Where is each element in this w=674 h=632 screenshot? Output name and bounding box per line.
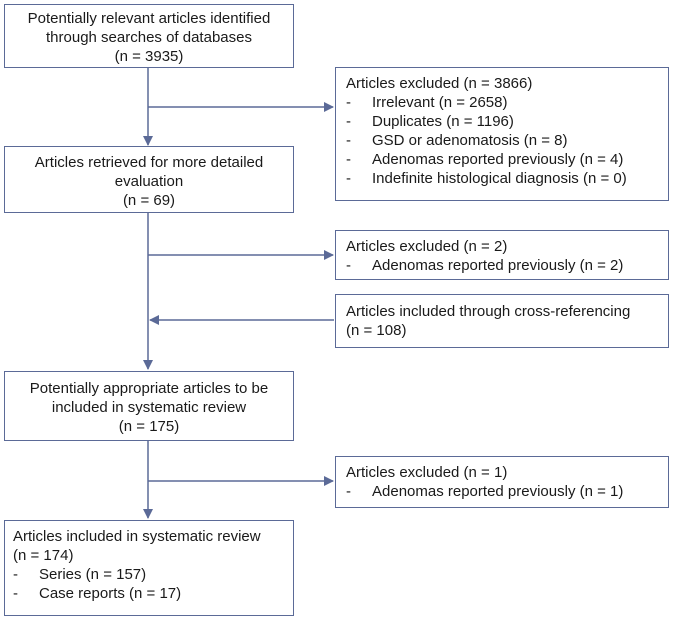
identified-line-1: Potentially relevant articles identified [27, 10, 271, 27]
identified-box: Potentially relevant articles identified… [4, 4, 294, 68]
included-box: Articles included in systematic review (… [4, 520, 294, 616]
excluded-1-item: -Adenomas reported previously (n = 4) [346, 151, 624, 168]
included-count: (n = 174) [13, 547, 74, 564]
excluded-box-3: Articles excluded (n = 1) -Adenomas repo… [335, 456, 669, 508]
identified-line-2: through searches of databases [46, 29, 252, 46]
cross-ref-count: (n = 108) [346, 322, 407, 339]
retrieved-box: Articles retrieved for more detailed eva… [4, 146, 294, 213]
appropriate-count: (n = 175) [118, 418, 180, 435]
excluded-1-item: -Irrelevant (n = 2658) [346, 94, 508, 111]
identified-count: (n = 3935) [114, 48, 184, 65]
retrieved-count: (n = 69) [122, 192, 176, 209]
appropriate-box: Potentially appropriate articles to be i… [4, 371, 294, 441]
included-item: -Series (n = 157) [13, 566, 147, 583]
cross-ref-box: Articles included through cross-referenc… [335, 294, 669, 348]
excluded-3-item: -Adenomas reported previously (n = 1) [346, 483, 624, 500]
excluded-1-item: -Indefinite histological diagnosis (n = … [346, 170, 627, 187]
appropriate-line-2: included in systematic review [51, 399, 247, 416]
excluded-2-item: -Adenomas reported previously (n = 2) [346, 257, 624, 274]
excluded-1-item: -Duplicates (n = 1196) [346, 113, 514, 130]
excluded-box-2: Articles excluded (n = 2) -Adenomas repo… [335, 230, 669, 280]
excluded-box-1: Articles excluded (n = 3866) -Irrelevant… [335, 67, 669, 201]
excluded-3-title: Articles excluded (n = 1) [346, 464, 508, 481]
cross-ref-title: Articles included through cross-referenc… [346, 303, 631, 320]
included-item: -Case reports (n = 17) [13, 585, 182, 602]
appropriate-line-1: Potentially appropriate articles to be [29, 380, 269, 397]
excluded-2-title: Articles excluded (n = 2) [346, 238, 508, 255]
retrieved-line-2: evaluation [114, 173, 184, 190]
excluded-1-item: -GSD or adenomatosis (n = 8) [346, 132, 568, 149]
retrieved-line-1: Articles retrieved for more detailed [34, 154, 264, 171]
excluded-1-title: Articles excluded (n = 3866) [346, 75, 533, 92]
included-title: Articles included in systematic review [13, 528, 261, 545]
